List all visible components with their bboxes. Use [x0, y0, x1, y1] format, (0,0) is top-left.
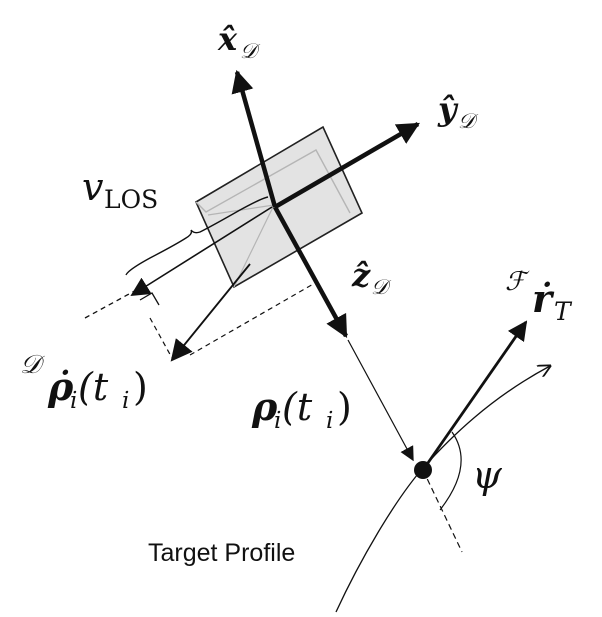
svg-text:T: T [554, 297, 573, 326]
y-axis-arrow [273, 122, 420, 209]
rho-dot-arrow [170, 263, 251, 362]
svg-text:ρ: ρ [251, 384, 278, 429]
svg-text:i: i [122, 388, 129, 414]
svg-text:x̂: x̂ [217, 20, 238, 58]
svg-text:ŷ: ŷ [437, 90, 459, 128]
x-axis-label: x̂ 𝒟 [217, 20, 261, 63]
z-axis-label: ẑ 𝒟 [351, 256, 392, 299]
los-projection-dashed [149, 317, 173, 359]
y-axis-label: ŷ 𝒟 [437, 90, 479, 133]
target-dashed-extension [422, 469, 463, 553]
target-profile-label: Target Profile [148, 539, 295, 567]
rho-dot-projection-dashed [189, 282, 316, 356]
svg-text:): ) [133, 365, 148, 409]
rho-arrow [347, 339, 414, 462]
svg-text:𝒟: 𝒟 [371, 275, 392, 299]
svg-text:i: i [70, 388, 77, 414]
psi-angle-arc [439, 431, 462, 511]
svg-text:ṙ: ṙ [532, 276, 555, 321]
z-axis-arrow [273, 205, 348, 338]
svg-text:ẑ: ẑ [351, 256, 371, 294]
los-arrow [130, 206, 273, 297]
svg-text:ℱ: ℱ [505, 267, 530, 297]
los-dashed-line [84, 287, 141, 319]
svg-text:(t: (t [78, 365, 109, 409]
svg-text:𝒟: 𝒟 [240, 39, 261, 63]
svg-text:(t: (t [282, 385, 313, 429]
svg-text:i: i [326, 408, 333, 434]
svg-text:LOS: LOS [104, 185, 158, 214]
psi-label: ψ [472, 453, 503, 497]
right-angle-marker [139, 292, 160, 306]
svg-text:ρ̇: ρ̇ [47, 364, 74, 409]
svg-text:v: v [82, 165, 104, 209]
v-los-label: v LOS [82, 165, 158, 214]
svg-text:): ) [337, 385, 352, 429]
svg-text:i: i [274, 408, 281, 434]
x-axis-arrow [231, 69, 278, 208]
target-profile-curve [335, 366, 550, 613]
svg-text:𝒟: 𝒟 [20, 350, 45, 380]
v-los-brace [125, 196, 269, 276]
target-point [414, 461, 432, 479]
target-velocity-arrow [421, 320, 528, 471]
rho-label: ρ i (t i ) [251, 384, 352, 434]
svg-text:𝒟: 𝒟 [458, 109, 479, 133]
rho-dot-label: 𝒟 ρ̇ i (t i ) [20, 350, 148, 414]
target-velocity-label: ℱ ṙ T [505, 267, 573, 326]
